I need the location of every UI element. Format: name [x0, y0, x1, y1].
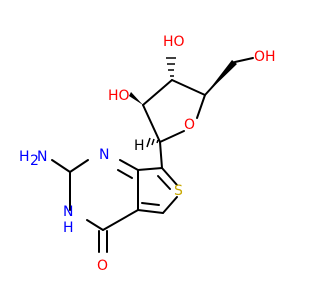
bond-c2-n1 — [69, 159, 89, 173]
bond-c7-s-inner — [157, 175, 171, 190]
bond-o-c1prime — [159, 130, 185, 143]
carbonyl-o-label: O — [97, 258, 108, 274]
structure-svg: H 2 N N N H O S O HO HO OH H — [19, 34, 276, 274]
bond-c2prime-c3prime — [142, 79, 173, 106]
amino-n-label: N — [37, 149, 47, 165]
bond-c4a-c4 — [102, 209, 139, 231]
c1prime-h-label: H — [134, 138, 145, 154]
ring-n1-label: N — [99, 147, 109, 163]
hydroxyl-5prime-label: OH — [254, 49, 276, 65]
bond-n1-c7a — [119, 159, 139, 171]
hydroxyl-3prime-label: HO — [163, 34, 185, 50]
bond-c7-c1prime — [159, 141, 163, 169]
bond-c5-c4a — [137, 209, 164, 214]
amino-subscript-label: 2 — [30, 153, 39, 169]
bond-c3prime-c4prime — [171, 79, 206, 96]
amino-h-label: H — [19, 149, 30, 165]
bond-c4prime-o — [196, 94, 206, 119]
wedge-c4prime-ch2 — [205, 60, 237, 95]
bond-c7a-c7 — [137, 167, 163, 171]
ring-n3-label: N — [63, 204, 73, 220]
bond-c7-s — [161, 167, 178, 186]
bond-c4-n3 — [86, 219, 104, 231]
bond-c5-c4a-inner — [141, 202, 160, 206]
bond-s-c5 — [162, 196, 178, 214]
bond-ch2-oh — [234, 57, 254, 63]
ring-nh-label: H — [63, 220, 74, 236]
thiophene-s-label: S — [174, 183, 183, 199]
molecule-diagram: H 2 N N N H O S O HO HO OH H — [19, 34, 276, 274]
bond-c1prime-c2prime — [142, 104, 161, 143]
hash-c3prime-oh — [166, 57, 176, 77]
sugar-ring-o-label: O — [184, 117, 195, 133]
hash-c1prime-h — [146, 137, 159, 148]
hydroxyl-2prime-label: HO — [108, 88, 130, 104]
wedge-c2prime-oh — [129, 92, 143, 105]
bond-c2-nh2 — [51, 159, 71, 173]
bond-n1-c7a-inner — [117, 169, 133, 179]
